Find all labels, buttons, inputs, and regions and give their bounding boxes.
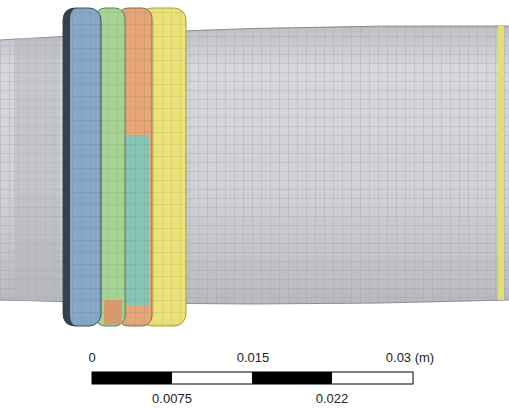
seal-ring [63,8,101,326]
scale-value: 0.0075 [152,391,192,406]
scale-value: 0.022 [316,391,349,406]
scale-value: 0 [88,350,95,365]
scale-bar [92,372,413,384]
edge-strip [498,26,504,300]
scale-value: 0.03 (m) [386,350,434,365]
scale-value: 0.015 [237,350,270,365]
